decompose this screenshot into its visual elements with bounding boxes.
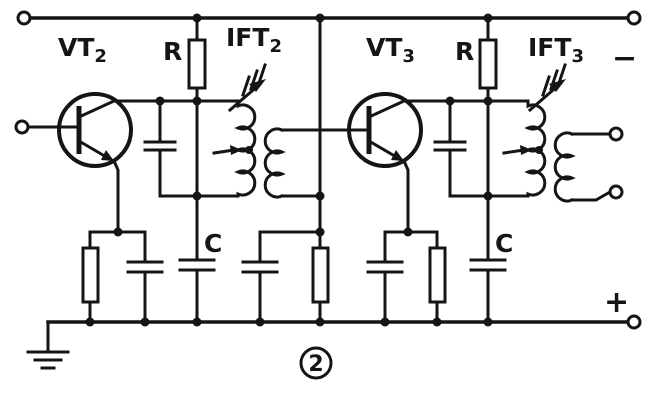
resistor-body [81,246,100,304]
core-tap-dot [535,146,543,154]
adjustable-core-icon [227,63,267,113]
vt2-bias-network [81,230,164,324]
core-slash [557,63,567,85]
core-arrow-icon [520,145,532,155]
core-slash [541,75,551,97]
collector-lead [367,99,406,119]
vt2-emitter-wire [112,159,120,234]
vt3-bias-network [241,230,330,324]
label-c-right: C [495,229,513,258]
transistor-body [57,92,133,168]
secondary-coil [263,127,286,199]
label-ift2: IFT2 [226,23,282,57]
junction-dots [85,13,493,327]
top-left-terminal [16,10,32,26]
collector-lead [77,99,116,119]
emitter-lead [76,138,111,161]
emitter-lead [366,138,401,161]
transistor-body [347,92,423,168]
vt3-emitter-wire [402,159,410,234]
label-vt2: VT2 [58,33,107,67]
resistor-body [311,246,330,304]
adjustable-core-icon [527,63,567,113]
vt3-emitter-network [366,230,447,324]
labels: VT2 R IFT2 VT3 R IFT3 C C − + [58,23,637,320]
supply-plus-terminal [626,314,642,330]
core-arrowhead [549,79,566,92]
resistor-body [478,38,498,90]
core-slash [257,63,267,85]
input-terminal-group [14,119,81,135]
label-supply-minus: − [612,41,637,76]
emitter-arrow-icon [391,150,404,161]
capacitor-c2 [469,258,507,324]
ift2-tank-capacitor [143,99,240,198]
output-terminal-top [608,126,624,142]
resistor-body [187,38,207,90]
figure-number: 2 [299,346,333,380]
figure-number-text: 2 [308,352,323,377]
output-wire-bottom [570,189,613,202]
core-slash [249,69,259,91]
ground-symbol [26,320,70,370]
label-ift3: IFT3 [528,33,584,67]
label-supply-plus: + [604,285,629,320]
resistor-body [428,246,447,304]
core-tap-dot [245,146,253,154]
transistor-vt3 [347,92,423,168]
label-r-left: R [163,37,182,66]
core-arrowhead [249,79,266,92]
resistor-r2 [478,16,498,262]
output-terminal-bottom [608,184,624,200]
label-vt3: VT3 [366,33,415,67]
supply-minus-terminal [626,10,642,26]
output-terminals [570,126,624,202]
ift2-transformer [212,63,286,199]
emitter-arrow-icon [101,150,114,161]
core-slash [241,75,251,97]
core-slash [549,69,559,91]
ift3-tank-capacitor [433,99,530,198]
label-c-left: C [204,229,222,258]
resistor-r1 [187,16,207,262]
core-arrow-icon [230,145,242,155]
label-r-right: R [455,37,474,66]
figure-number-circle [299,346,333,380]
capacitor-c1 [178,258,216,324]
ift3-transformer [502,63,576,203]
input-terminal [14,119,30,135]
transistor-vt2 [57,92,133,168]
secondary-coil [553,131,576,203]
